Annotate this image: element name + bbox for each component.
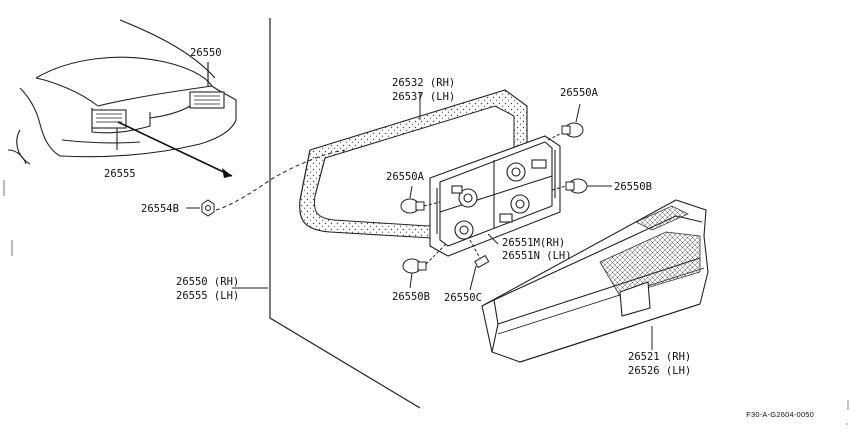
label-socket-lh: 26551N (LH) <box>502 250 572 262</box>
label-gasket-rh: 26532 (RH) <box>392 77 455 89</box>
bulb-a-top-dashline <box>547 133 561 141</box>
label-lens-rh: 26521 (RH) <box>628 351 691 363</box>
label-assy-lh: 26555 (LH) <box>176 290 239 302</box>
label-bulb-a-top: 26550A <box>560 87 599 99</box>
label-socket-rh: 26551M(RH) <box>502 237 565 249</box>
margin-marks <box>3 180 13 256</box>
nut <box>201 199 215 217</box>
label-gasket-lh: 26537 (LH) <box>392 91 455 103</box>
bulb-a-mid-dashline <box>423 201 441 207</box>
label-nut: 26554B <box>141 203 179 215</box>
label-bulb-b-bottom: 26550B <box>392 291 430 303</box>
label-car-mirror: 26555 <box>104 168 136 180</box>
label-bulb-b-right: 26550B <box>614 181 652 193</box>
location-arrowhead <box>222 168 232 178</box>
bulb-b-right-dashline <box>551 185 567 191</box>
label-bulb-c: 26550C <box>444 292 482 304</box>
bulb-26550b-bottom <box>402 258 427 289</box>
bulb-26550a-top <box>561 103 584 138</box>
bulb-26550c <box>469 254 490 291</box>
bulb-c-dashline <box>469 239 481 259</box>
body-panel-outline <box>269 18 421 409</box>
bulb-26550b-right <box>565 178 612 194</box>
car-rear-illustration <box>7 19 237 165</box>
figure-code: F30-A-G2604-0050 <box>746 410 814 419</box>
socket-plate <box>429 135 561 257</box>
socket-leader <box>487 233 499 245</box>
location-arrow <box>117 121 233 177</box>
label-bulb-a-mid: 26550A <box>386 171 425 183</box>
label-lens-lh: 26526 (LH) <box>628 365 691 377</box>
label-car-rear: 26550 <box>190 47 222 59</box>
label-assy-rh: 26550 (RH) <box>176 276 239 288</box>
nut-dashline <box>215 149 346 211</box>
scan-marks <box>846 400 849 425</box>
lens <box>481 199 709 363</box>
